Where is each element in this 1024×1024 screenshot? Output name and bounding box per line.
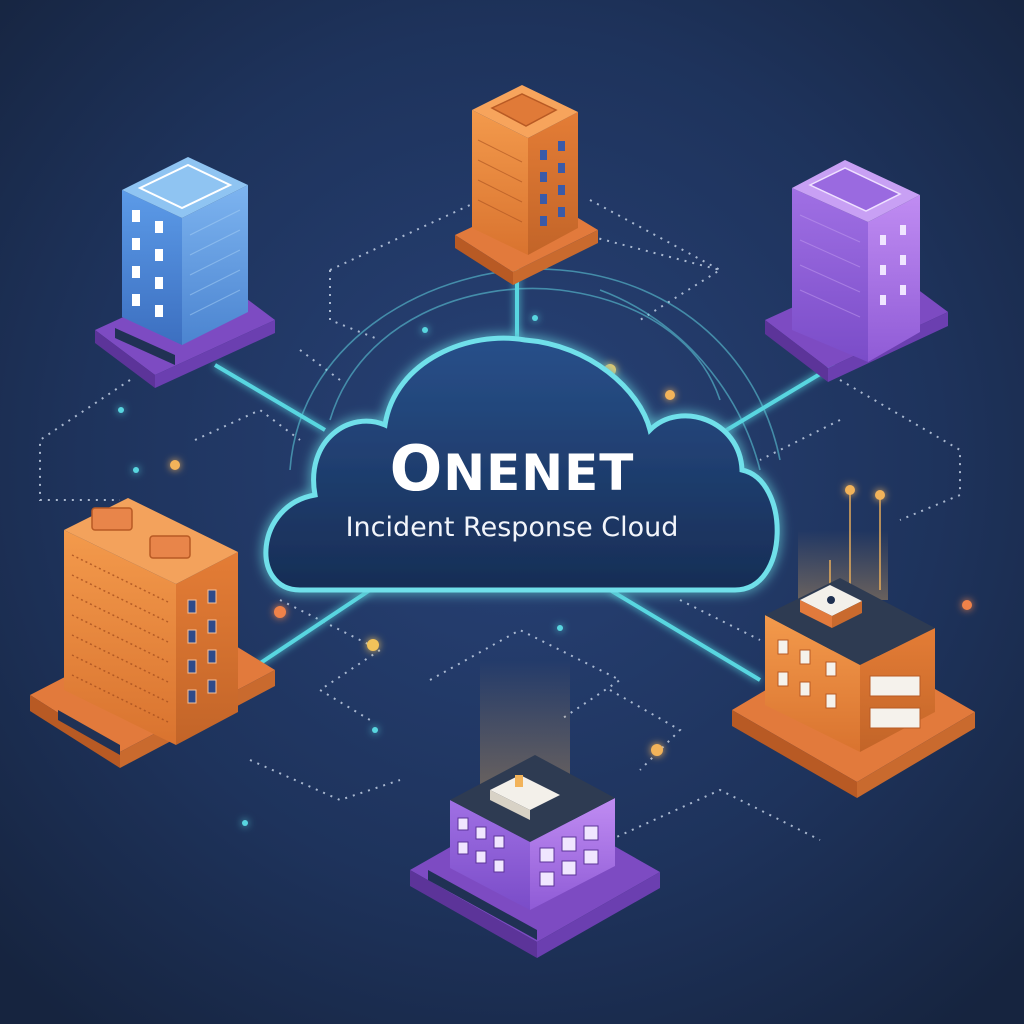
brand-subtitle: Incident Response Cloud — [345, 512, 679, 543]
building-right-orange — [732, 578, 975, 798]
central-cloud — [263, 335, 780, 593]
dotted-circuit-lines — [39, 199, 961, 841]
building-top-orange — [455, 85, 598, 285]
network-links — [213, 255, 837, 682]
brand-title: ONENET — [262, 432, 762, 505]
building-bottom-purple — [410, 755, 660, 958]
brand-title-rest: NENET — [443, 444, 635, 502]
glow-nodes — [118, 315, 972, 826]
light-beams — [480, 490, 888, 790]
brand-title-first-letter: O — [389, 432, 444, 505]
orbit-arcs — [289, 268, 781, 471]
building-top-blue — [95, 157, 275, 388]
building-left-orange — [30, 498, 275, 768]
building-top-purple — [765, 160, 948, 382]
